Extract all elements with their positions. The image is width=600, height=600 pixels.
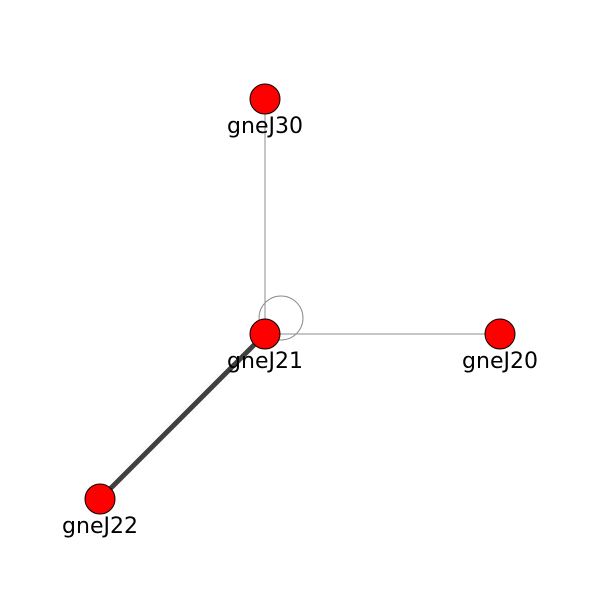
node-label-gneJ22: gneJ22: [62, 514, 138, 539]
graph-edges: [98, 99, 500, 501]
node-gneJ30[interactable]: [249, 83, 281, 115]
graph-labels: gneJ30 gneJ21 gneJ20 gneJ22: [62, 114, 538, 539]
node-label-gneJ30: gneJ30: [227, 114, 303, 139]
edge-self-loop-gneJ21: [258, 295, 304, 341]
node-label-gneJ21: gneJ21: [227, 349, 303, 374]
edge-gneJ21-gneJ22: [98, 332, 267, 501]
node-gneJ21[interactable]: [249, 318, 281, 350]
node-gneJ22[interactable]: [84, 483, 116, 515]
node-gneJ20[interactable]: [484, 318, 516, 350]
graph-nodes: [84, 83, 516, 515]
node-label-gneJ20: gneJ20: [462, 349, 538, 374]
